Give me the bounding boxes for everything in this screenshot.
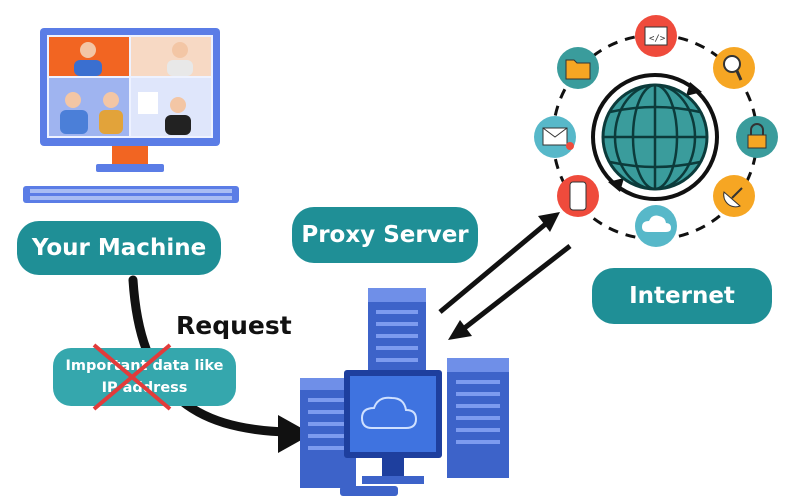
your-machine-label: Your Machine — [17, 221, 221, 275]
email-icon — [534, 116, 576, 158]
search-icon — [713, 47, 755, 89]
smartphone-icon — [557, 175, 599, 217]
internet-label: Internet — [592, 268, 772, 324]
important-data-label: Important data like IP address — [53, 348, 236, 406]
svg-text:</>: </> — [649, 34, 666, 44]
request-label: Request — [176, 311, 292, 340]
cross-mark-icon — [92, 343, 172, 411]
cloud-icon — [635, 205, 677, 247]
satellite-dish-icon — [713, 175, 755, 217]
proxy-server-label: Proxy Server — [292, 207, 478, 263]
lock-icon — [736, 116, 778, 158]
folder-icon — [557, 47, 599, 89]
code-browser-icon: </> — [635, 15, 677, 57]
